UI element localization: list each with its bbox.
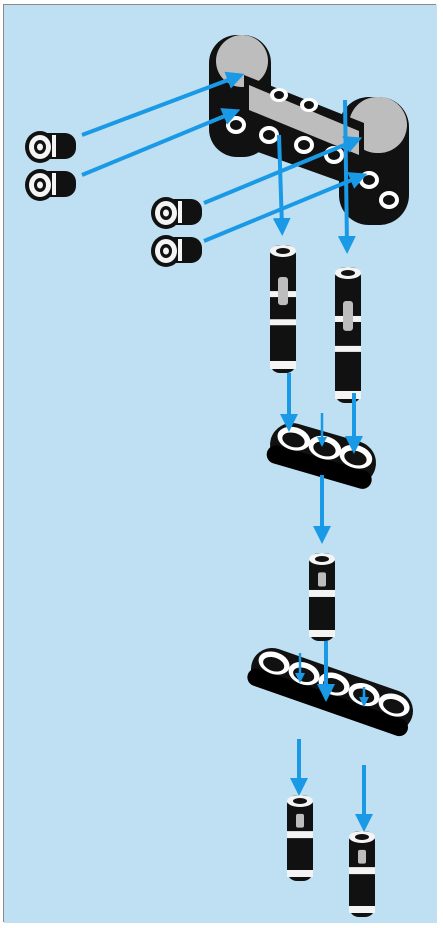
assembly-arrow (345, 100, 347, 245)
friction-peg-short (151, 235, 202, 267)
connector-peg (349, 831, 375, 917)
friction-peg-short (25, 169, 76, 201)
connector-peg (287, 795, 313, 881)
friction-peg-short (151, 197, 202, 229)
connector-peg (309, 553, 335, 641)
assembly-diagram (4, 5, 437, 923)
axle-pin-long (335, 267, 361, 403)
friction-peg-short (25, 131, 76, 163)
diagram-frame (3, 4, 436, 922)
instruction-panel (4, 5, 435, 921)
axle-pin-long (270, 245, 296, 373)
